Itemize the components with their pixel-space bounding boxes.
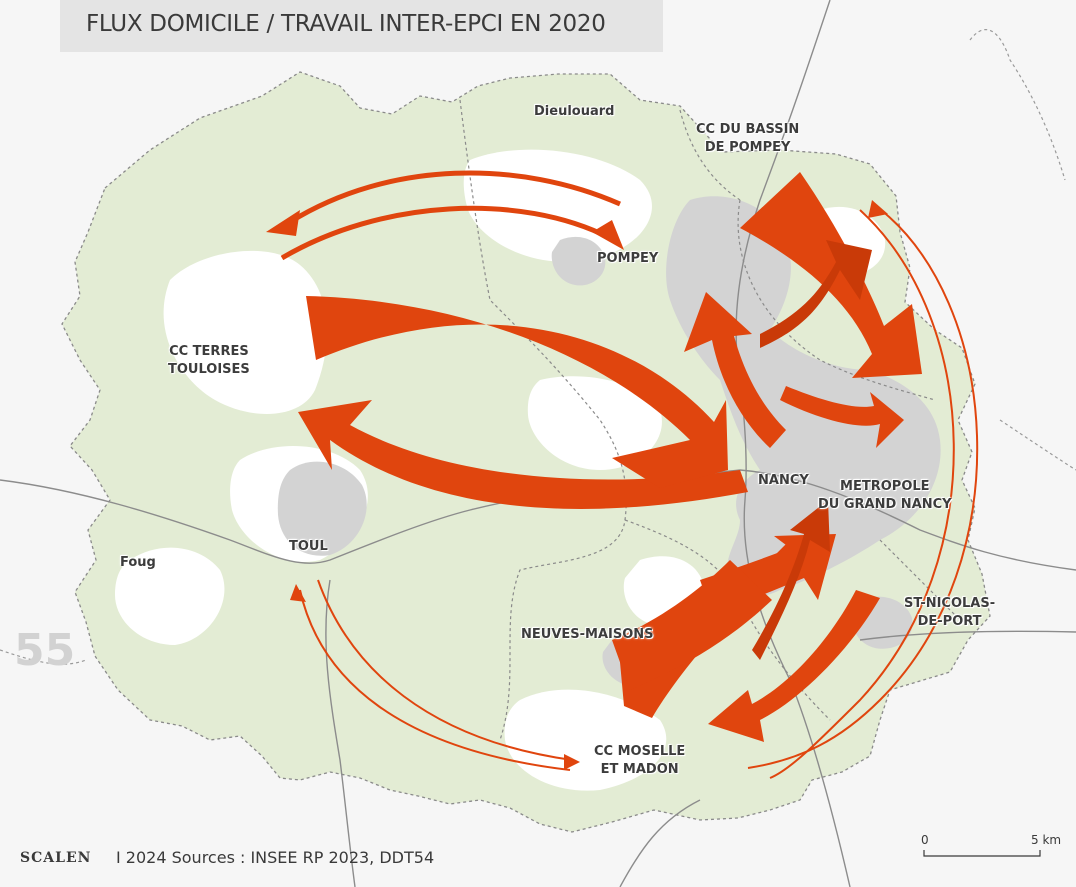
flow-arrow-metropole-east — [780, 386, 904, 448]
flow-arrow-arc-moselle-toul — [317, 579, 573, 761]
flow-arrow-terres-to-nancy — [306, 296, 728, 488]
label-nancy: NANCY — [758, 473, 809, 488]
label-pompey-epci: CC DU BASSIN DE POMPEY — [696, 121, 799, 157]
label-dieulouard: Dieulouard — [534, 104, 615, 119]
label-metropole: METROPOLE DU GRAND NANCY — [818, 478, 952, 514]
outer-boundaries — [0, 29, 1076, 665]
flow-arrow-head-pompey-to-terres — [266, 210, 300, 236]
epci-boundaries — [459, 99, 961, 741]
flow-arrow-terres-to-pompey — [280, 205, 612, 261]
flow-arrow-pompey-to-terres — [288, 170, 622, 225]
scale-start-label: 0 — [921, 833, 929, 847]
flow-arrow-arc-outer-1 — [747, 205, 979, 769]
label-neuves-maisons: NEUVES-MAISONS — [521, 627, 654, 642]
map-title: FLUX DOMICILE / TRAVAIL INTER-EPCI EN 20… — [86, 11, 606, 37]
flow-arrow-head-moselle — [564, 754, 580, 770]
sources-text: I 2024 Sources : INSEE RP 2023, DDT54 — [116, 848, 435, 867]
label-metropole-line2: DU GRAND NANCY — [818, 497, 952, 512]
flow-arrow-moselle-body — [612, 560, 772, 690]
flow-arrow-stnicolas-to-moselle — [708, 590, 880, 742]
flow-arrow-metropole-north — [760, 240, 872, 348]
label-foug: Foug — [120, 555, 156, 570]
department-number: 55 — [14, 625, 76, 676]
label-terres-line2: TOULOISES — [168, 362, 250, 377]
flow-arrow-nancy-to-pompey — [684, 292, 786, 448]
label-pompey: POMPEY — [597, 251, 659, 266]
label-moselle-line2: ET MADON — [600, 762, 679, 777]
scale-bar — [923, 850, 1041, 857]
flow-arrow-head-toul — [290, 584, 306, 602]
title-box — [60, 0, 663, 52]
label-st-nicolas: ST-NICOLAS- DE-PORT — [904, 595, 995, 631]
flow-arrow-neuves-to-nancy — [752, 500, 830, 660]
label-st-nicolas-line2: DE-PORT — [917, 614, 982, 629]
label-terres-touloises: CC TERRES TOULOISES — [168, 343, 250, 379]
label-terres-line1: CC TERRES — [169, 344, 249, 359]
flow-arrow-head-arc — [868, 200, 888, 218]
label-metropole-line1: METROPOLE — [840, 479, 930, 494]
flow-arrow-nancy-to-terres — [298, 400, 748, 509]
flow-arrow-arc-outer-2 — [769, 209, 955, 779]
flow-arrow-head-terres-to-pompey — [592, 220, 624, 250]
label-moselle-line1: CC MOSELLE — [594, 744, 686, 759]
label-st-nicolas-line1: ST-NICOLAS- — [904, 596, 996, 611]
label-toul: TOUL — [289, 539, 328, 554]
label-pompey-epci-line2: DE POMPEY — [704, 140, 791, 155]
scale-end-label: 5 km — [1031, 833, 1062, 847]
brand-logo: SCALEN — [20, 850, 92, 866]
flow-arrow-arc-toul-moselle — [299, 589, 571, 771]
label-moselle-madon: CC MOSELLE ET MADON — [594, 743, 685, 779]
flow-arrows — [266, 170, 979, 779]
label-pompey-epci-line1: CC DU BASSIN — [696, 122, 800, 137]
